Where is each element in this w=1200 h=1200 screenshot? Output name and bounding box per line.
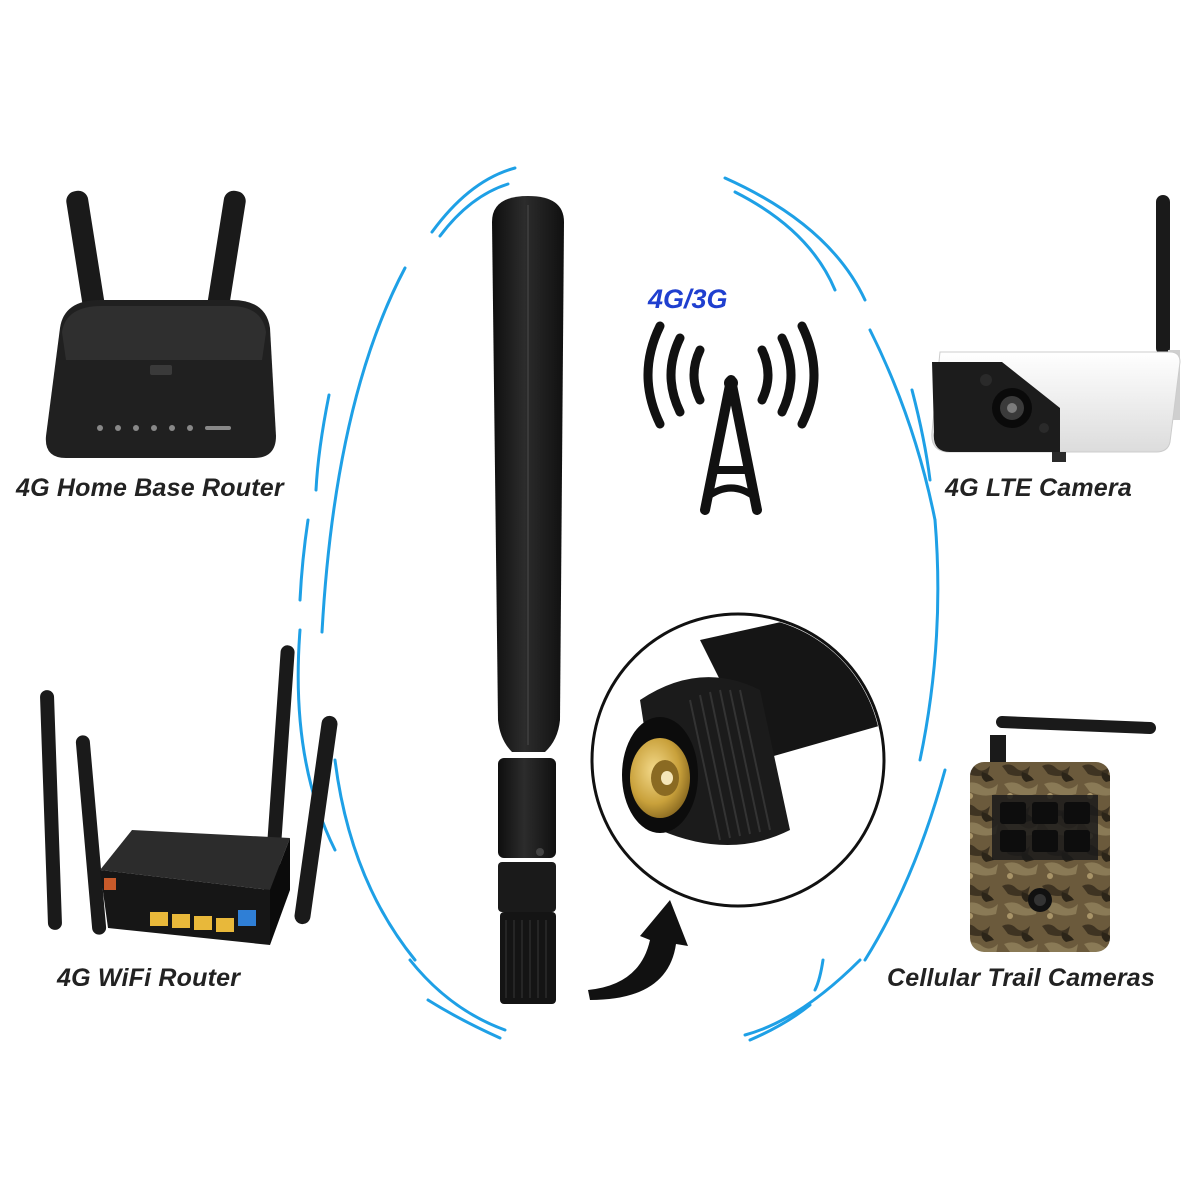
wifi-router-image [40,645,338,945]
lte-camera-caption: 4G LTE Camera [945,474,1132,502]
trail-camera-image [970,716,1156,952]
signal-label: 4G/3G [648,284,728,314]
connector-closeup [590,612,886,908]
signal-arcs [296,166,947,1042]
antenna-image [492,196,564,1004]
wifi-router-caption: 4G WiFi Router [57,964,241,992]
home-router-caption: 4G Home Base Router [16,474,284,502]
cell-tower-icon [643,321,819,515]
lte-camera-image [931,195,1181,462]
home-router-image [45,190,277,458]
curved-arrow-icon [588,900,688,1000]
trail-cameras-caption: Cellular Trail Cameras [887,964,1155,992]
